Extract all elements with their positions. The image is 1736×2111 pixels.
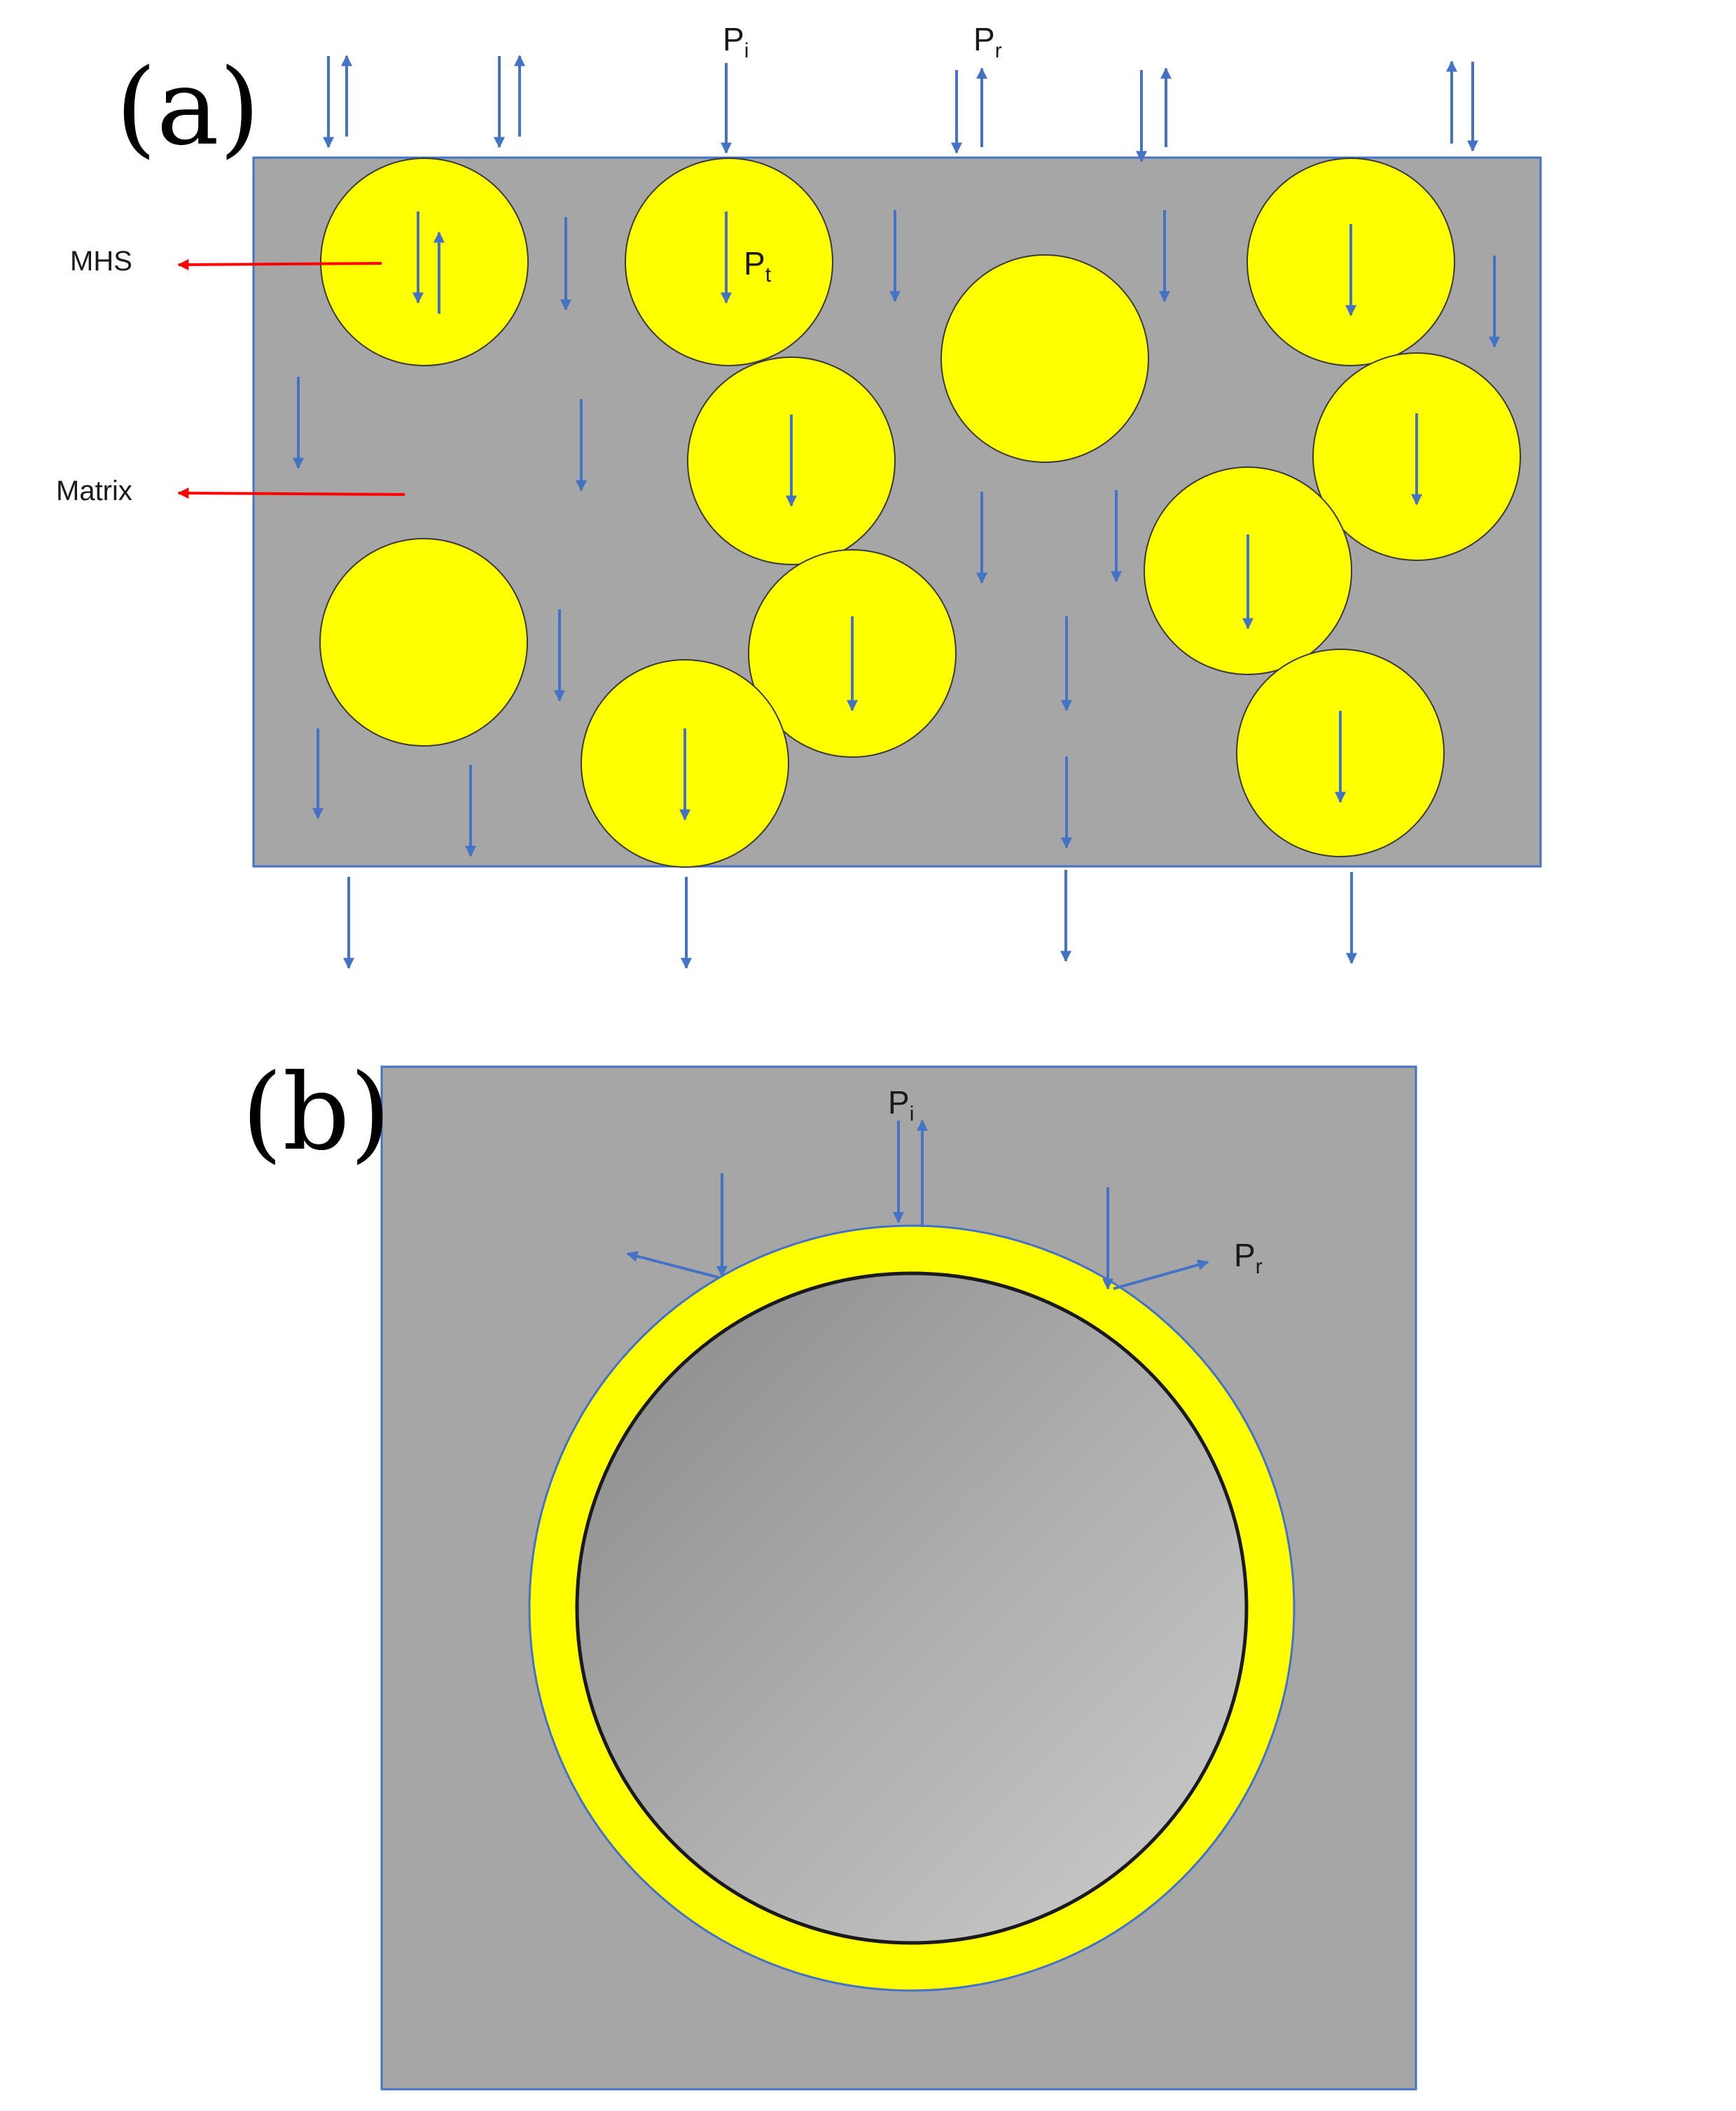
- panel-a-label: (a): [116, 47, 260, 169]
- reflected-label-b: Pr: [1234, 1237, 1263, 1278]
- panel-b-label: (b): [242, 1052, 391, 1174]
- reflected-arrow: [1113, 1259, 1209, 1290]
- panel-a: (a): [56, 21, 1542, 969]
- wave-arrows-a: [293, 55, 1500, 969]
- mhs-sphere: [625, 158, 833, 366]
- reflected-label-a: Pr: [973, 21, 1002, 62]
- matrix-label: Matrix: [56, 476, 132, 506]
- wave-arrows-b: [626, 1119, 1209, 1290]
- mhs-pointer-arrow: [177, 258, 382, 270]
- transmitted-label-a: Pt: [744, 245, 772, 286]
- hollow-core: [575, 1271, 1249, 1945]
- mhs-sphere: [940, 254, 1149, 463]
- incident-label-b: Pi: [888, 1084, 914, 1126]
- matrix-pointer-arrow: [177, 487, 405, 499]
- mhs-sphere: [320, 158, 529, 366]
- panel-b: (b) Pi Pr: [242, 1052, 1417, 2091]
- reflected-arrow: [626, 1250, 720, 1279]
- incident-label-a: Pi: [723, 21, 749, 62]
- mhs-label: MHS: [70, 246, 132, 277]
- mhs-sphere: [319, 538, 528, 747]
